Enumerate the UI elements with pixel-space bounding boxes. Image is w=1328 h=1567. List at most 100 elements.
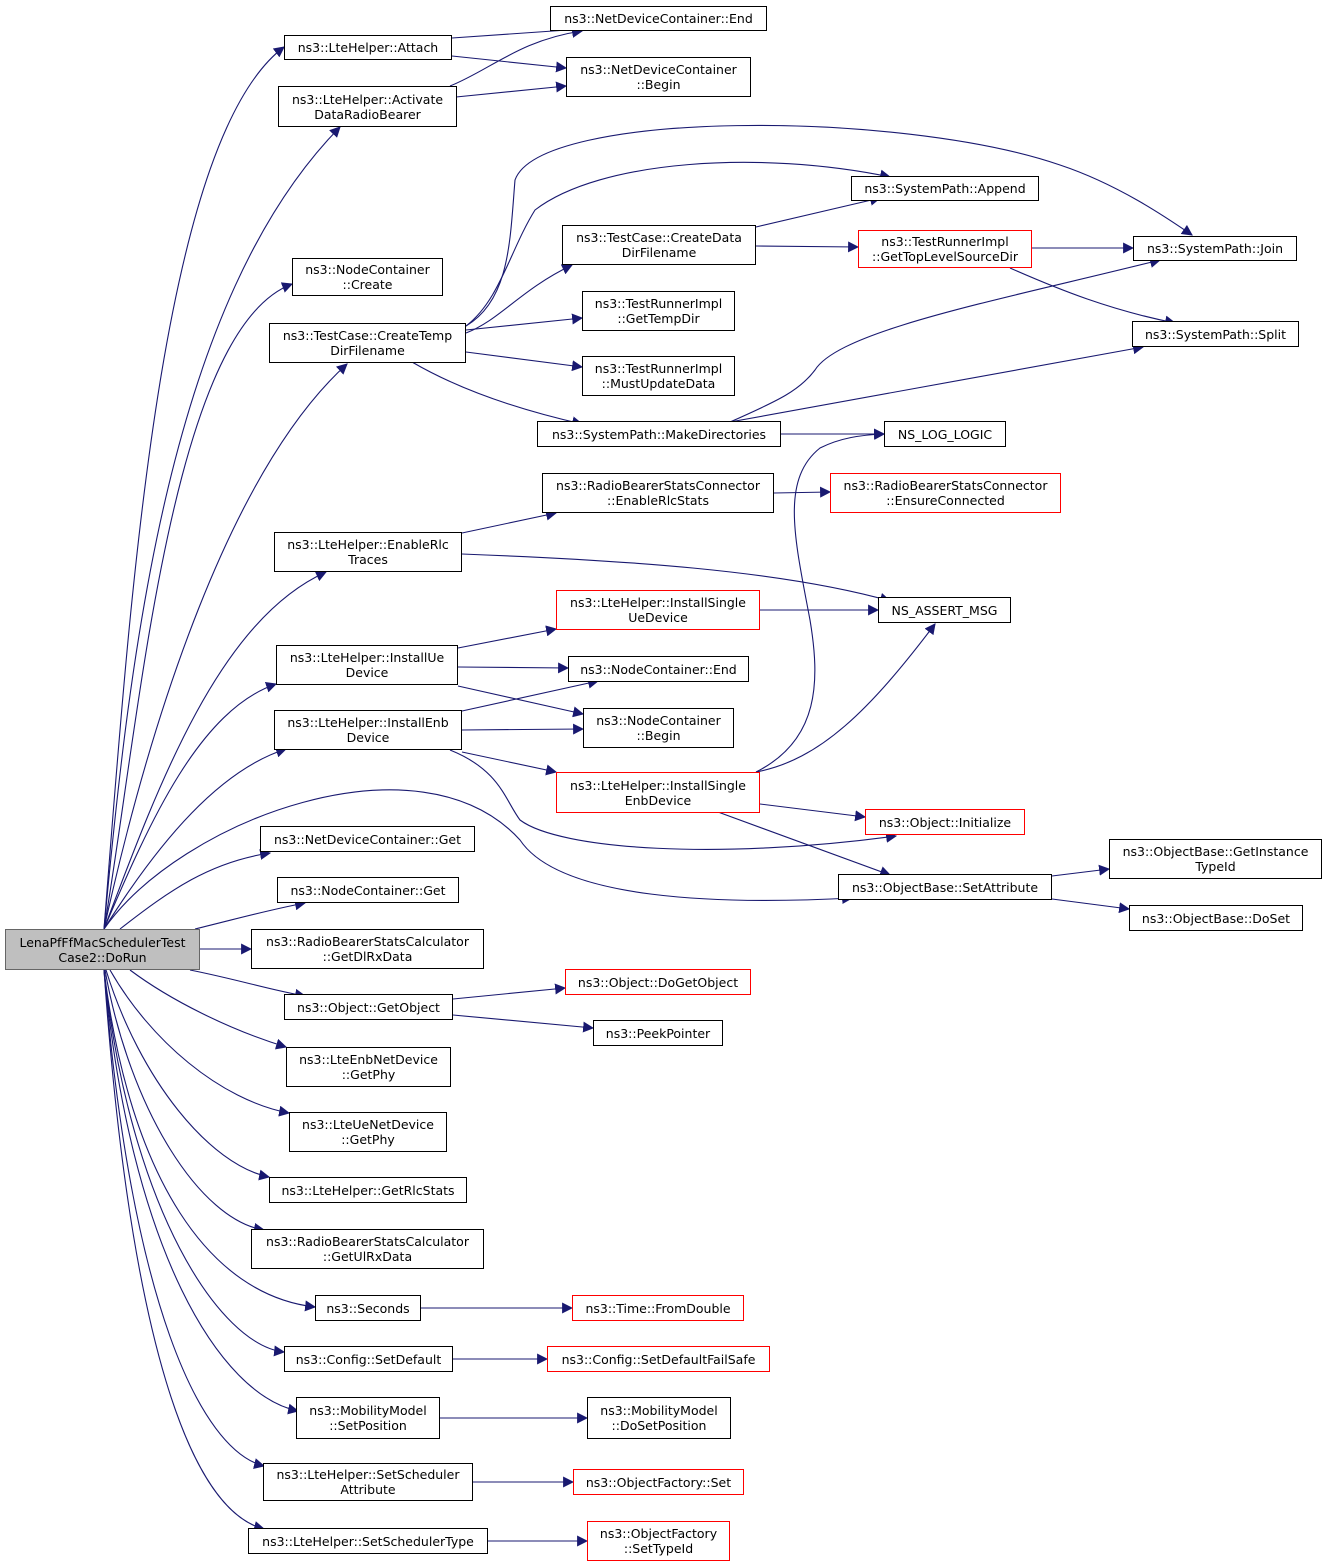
node-nc-begin[interactable]: ns3::NodeContainer::Begin: [583, 708, 734, 748]
node-label: ns3::RadioBearerStatsConnector: [843, 478, 1048, 493]
node-label: ns3::LteHelper::InstallUe: [289, 650, 445, 665]
node-lte-getrlcstats[interactable]: ns3::LteHelper::GetRlcStats: [269, 1177, 467, 1203]
edge-root-lte-activate: [103, 126, 341, 930]
edge-installsingleenb-ob-setattribute: [717, 811, 892, 877]
node-label: ns3::NetDeviceContainer::Get: [273, 831, 462, 847]
node-label: ::GetUlRxData: [322, 1249, 413, 1264]
node-rbscalc-getdl[interactable]: ns3::RadioBearerStatsCalculator::GetDlRx…: [251, 929, 484, 969]
node-label: ns3::Object::Initialize: [878, 814, 1012, 830]
node-lte-setschedtype[interactable]: ns3::LteHelper::SetSchedulerType: [248, 1528, 488, 1554]
edge-root-config-setdefault: [103, 969, 286, 1357]
node-label: ::GetTempDir: [617, 311, 700, 326]
node-label: LenaPfFfMacSchedulerTest: [19, 934, 186, 950]
node-label: ns3::LteHelper::EnableRlc: [287, 537, 449, 552]
node-label: ns3::LteHelper::GetRlcStats: [281, 1182, 455, 1198]
node-lteenb-getphy[interactable]: ns3::LteEnbNetDevice::GetPhy: [286, 1047, 451, 1087]
node-sp-makedirs[interactable]: ns3::SystemPath::MakeDirectories: [537, 421, 781, 447]
edge-activate-ndc-begin: [455, 81, 568, 98]
node-sp-append[interactable]: ns3::SystemPath::Append: [851, 176, 1039, 201]
node-ob-setattribute[interactable]: ns3::ObjectBase::SetAttribute: [838, 874, 1052, 900]
node-label: ns3::ObjectFactory::Set: [585, 1474, 732, 1490]
node-time-fromdouble[interactable]: ns3::Time::FromDouble: [572, 1295, 744, 1321]
node-peekpointer[interactable]: ns3::PeekPointer: [593, 1020, 723, 1046]
edge-root-lteenb-getphy: [129, 969, 288, 1050]
edge-enablerlc-ns-assert: [461, 553, 892, 604]
node-label: ns3::MobilityModel: [600, 1403, 718, 1418]
node-label: ::SetTypeId: [623, 1541, 694, 1556]
edge-createtemp-tri-mustupdate: [465, 351, 584, 372]
edge-installsingleenb-obj-initialize: [759, 803, 867, 822]
node-label: ns3::Object::GetObject: [297, 999, 440, 1015]
edge-root-lte-installue: [103, 682, 278, 930]
node-seconds[interactable]: ns3::Seconds: [315, 1295, 421, 1321]
node-mm-dosetposition[interactable]: ns3::MobilityModel::DoSetPosition: [587, 1397, 731, 1439]
node-config-setdefault[interactable]: ns3::Config::SetDefault: [284, 1346, 453, 1372]
node-rbscalc-getul[interactable]: ns3::RadioBearerStatsCalculator::GetUlRx…: [251, 1229, 484, 1269]
node-of-settypeid[interactable]: ns3::ObjectFactory::SetTypeId: [587, 1521, 730, 1561]
node-config-setdefaultfailsafe[interactable]: ns3::Config::SetDefaultFailSafe: [547, 1346, 770, 1372]
node-label: ns3::TestRunnerImpl: [881, 234, 1009, 249]
node-rbsc-enablerlc[interactable]: ns3::RadioBearerStatsConnector::EnableRl…: [542, 473, 774, 513]
node-obj-getobject[interactable]: ns3::Object::GetObject: [284, 994, 453, 1020]
node-label: Attribute: [340, 1482, 396, 1497]
node-label: ns3::RadioBearerStatsCalculator: [266, 934, 469, 949]
node-sp-split[interactable]: ns3::SystemPath::Split: [1132, 321, 1299, 347]
node-sp-join[interactable]: ns3::SystemPath::Join: [1133, 236, 1297, 261]
node-label: ns3::SystemPath::Append: [864, 181, 1026, 196]
edge-root-lte-getrlcstats: [105, 969, 271, 1181]
node-obj-initialize[interactable]: ns3::Object::Initialize: [865, 809, 1025, 835]
edge-installue-nc-end: [457, 662, 570, 674]
edge-createdata-sp-append: [755, 194, 882, 228]
node-ndc-begin[interactable]: ns3::NetDeviceContainer::Begin: [566, 57, 751, 97]
edge-installenb-obj-initialize: [449, 749, 898, 850]
node-label: ::EnableRlcStats: [607, 493, 709, 508]
node-label: ns3::SystemPath::MakeDirectories: [551, 426, 767, 442]
node-rbsc-ensure[interactable]: ns3::RadioBearerStatsConnector::EnsureCo…: [830, 473, 1061, 513]
node-label: ns3::NodeContainer: [596, 713, 721, 728]
node-tri-gettempdir[interactable]: ns3::TestRunnerImpl::GetTempDir: [582, 291, 735, 331]
node-ns-assert-msg[interactable]: NS_ASSERT_MSG: [878, 597, 1011, 623]
node-nc-end[interactable]: ns3::NodeContainer::End: [568, 656, 749, 682]
edge-root-seconds: [103, 969, 317, 1312]
node-ob-doset[interactable]: ns3::ObjectBase::DoSet: [1129, 905, 1303, 931]
edge-root-lte-enablerlc: [103, 571, 328, 930]
edge-createtemp-tc-createdata: [465, 264, 573, 334]
edge-createtemp-sp-join: [465, 124, 1193, 327]
node-ns-log-logic[interactable]: NS_LOG_LOGIC: [884, 421, 1006, 447]
node-ndc-get[interactable]: ns3::NetDeviceContainer::Get: [260, 826, 475, 852]
node-lteue-getphy[interactable]: ns3::LteUeNetDevice::GetPhy: [289, 1112, 447, 1152]
node-nc-create[interactable]: ns3::NodeContainer::Create: [292, 258, 443, 296]
node-label: ns3::ObjectBase::GetInstance: [1122, 844, 1309, 859]
node-lte-attach[interactable]: ns3::LteHelper::Attach: [284, 35, 452, 60]
node-label: NS_ASSERT_MSG: [891, 602, 998, 618]
node-nc-get[interactable]: ns3::NodeContainer::Get: [277, 877, 459, 903]
node-tri-gettoplevel[interactable]: ns3::TestRunnerImpl::GetTopLevelSourceDi…: [858, 230, 1032, 268]
node-label: ::GetTopLevelSourceDir: [872, 249, 1018, 264]
node-of-set[interactable]: ns3::ObjectFactory::Set: [573, 1469, 744, 1495]
node-label: ns3::NodeContainer: [305, 262, 430, 277]
node-label: ns3::NodeContainer::End: [580, 661, 737, 677]
node-obj-dogetobject[interactable]: ns3::Object::DoGetObject: [565, 969, 751, 995]
node-label: ns3::LteHelper::InstallSingle: [570, 777, 746, 793]
edge-installue-installsingleue: [457, 625, 558, 649]
node-label: ns3::NetDeviceContainer::End: [564, 11, 753, 26]
node-tri-mustupdate[interactable]: ns3::TestRunnerImpl::MustUpdateData: [582, 356, 735, 396]
node-ndc-end[interactable]: ns3::NetDeviceContainer::End: [550, 6, 767, 31]
edge-root-ob-setattribute: [103, 789, 854, 930]
edge-root-obj-getobject: [189, 969, 307, 1000]
node-label: ns3::Object::DoGetObject: [577, 974, 739, 990]
node-mm-setposition[interactable]: ns3::MobilityModel::SetPosition: [296, 1397, 440, 1439]
edge-createtemp-sp-makedirs: [411, 361, 584, 428]
node-label: DataRadioBearer: [314, 106, 421, 122]
edge-root-rbscalc-getul: [104, 969, 266, 1234]
